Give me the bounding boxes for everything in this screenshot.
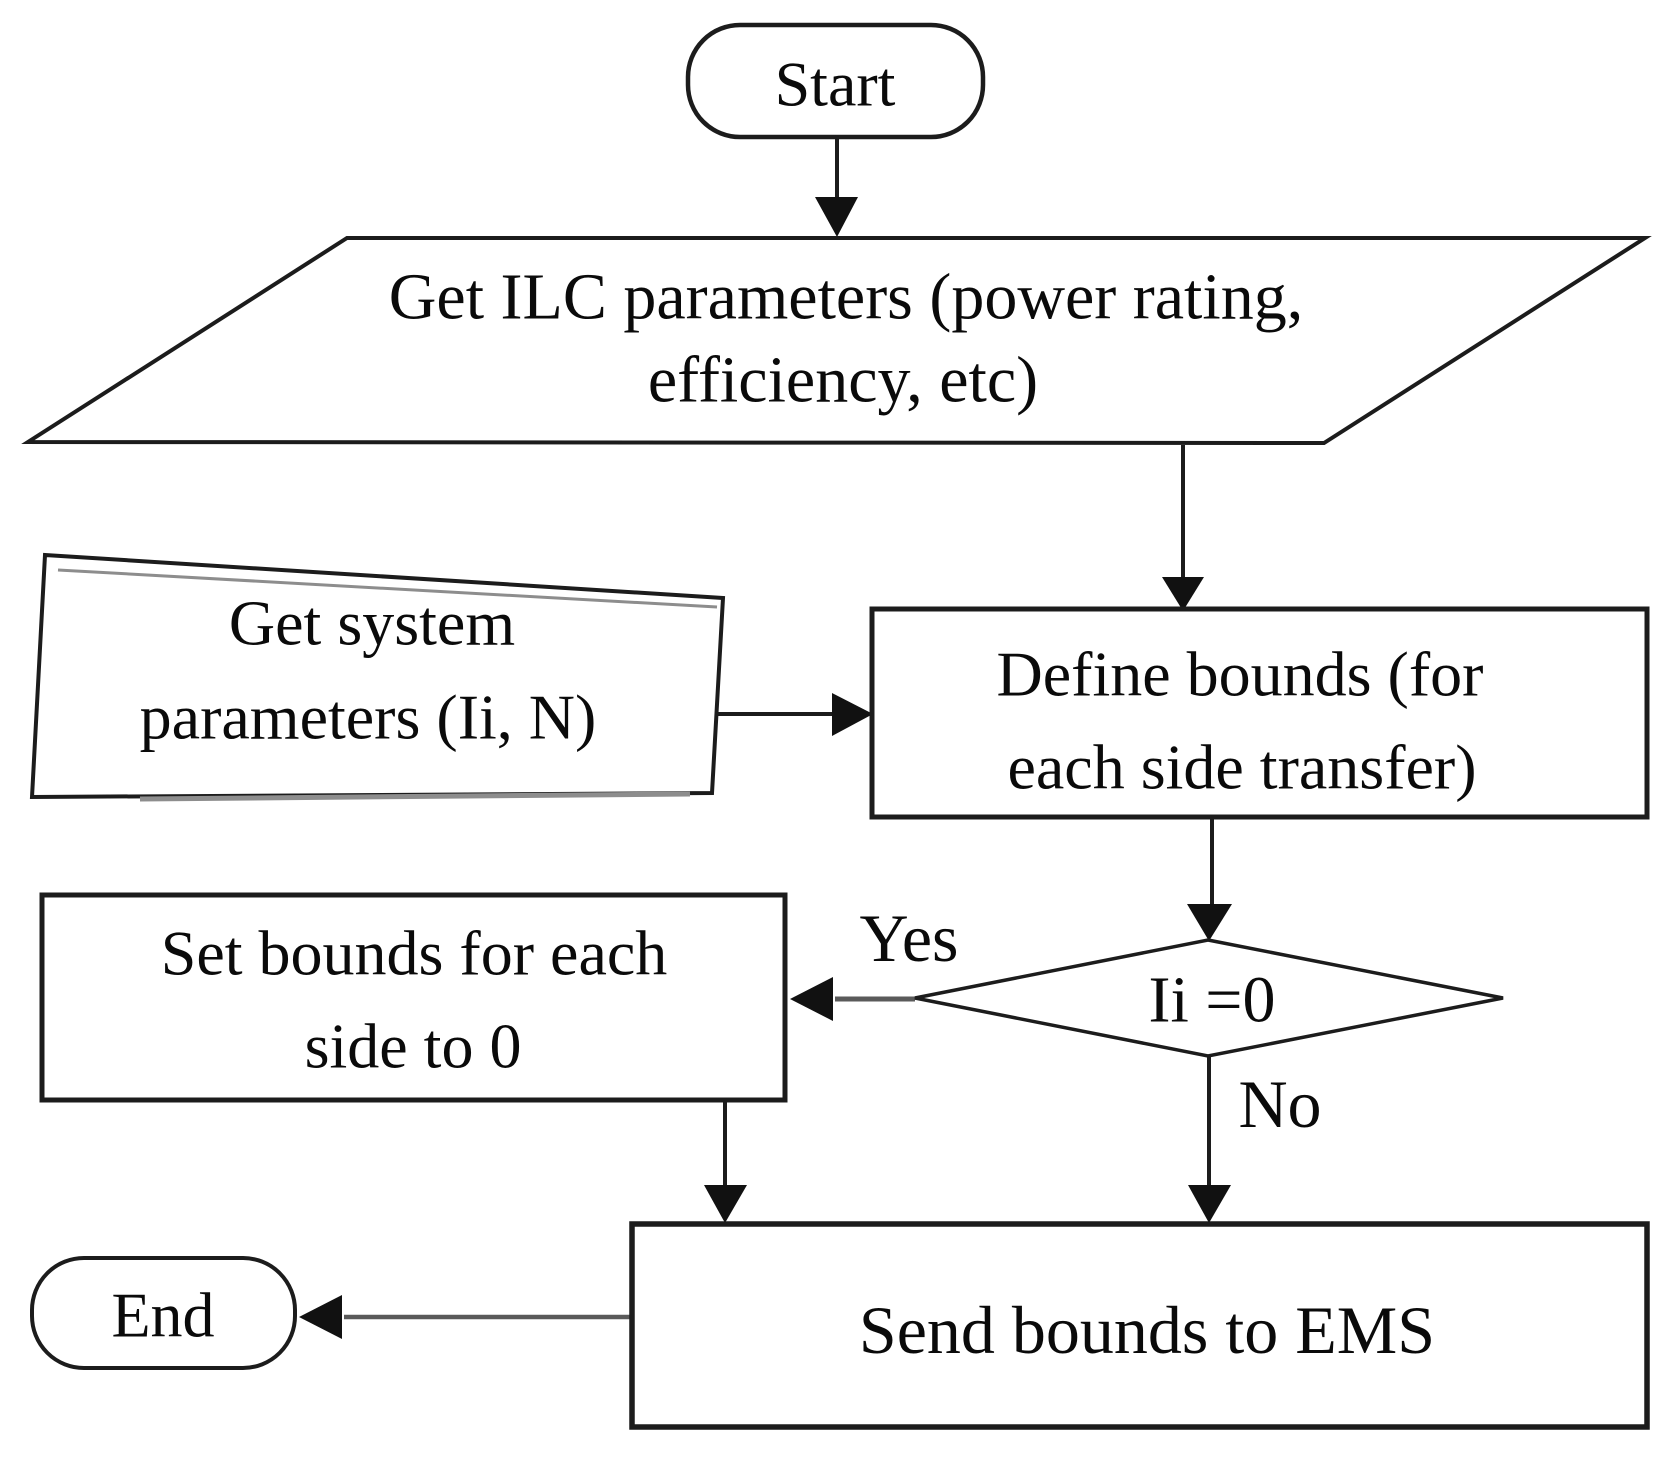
- define-bounds-line2: each side transfer): [1007, 732, 1476, 803]
- yes-branch-label: Yes: [860, 900, 959, 976]
- edge-get-ilc-to-define-bounds: [1162, 445, 1204, 611]
- ii-decision-label: Ii =0: [1148, 964, 1275, 1037]
- edge-set-bounds-to-send-bounds: [704, 1100, 747, 1223]
- send-bounds-node: Send bounds to EMS: [629, 1221, 1650, 1430]
- define-bounds-line1: Define bounds (for: [997, 639, 1484, 710]
- send-bounds-label: Send bounds to EMS: [859, 1292, 1435, 1368]
- arrowhead-left-icon: [299, 1295, 342, 1339]
- arrowhead-down-icon: [704, 1185, 747, 1223]
- get-ilc-parameters-node: Get ILC parameters (power rating, effici…: [21, 236, 1652, 446]
- end-node: End: [30, 1256, 297, 1370]
- get-ilc-parameters-line2: efficiency, etc): [648, 344, 1038, 417]
- get-system-parameters-line1: Get system: [229, 588, 515, 659]
- get-ilc-parameters-line1: Get ILC parameters (power rating,: [389, 261, 1303, 334]
- ii-decision-node: Ii =0: [914, 938, 1504, 1058]
- arrowhead-right-icon: [832, 693, 873, 736]
- define-bounds-node: Define bounds (for each side transfer): [869, 606, 1650, 820]
- start-node: Start: [685, 22, 986, 140]
- set-bounds-line1: Set bounds for each: [161, 918, 668, 989]
- start-label: Start: [775, 49, 896, 120]
- edge-send-bounds-to-end: [299, 1295, 634, 1339]
- arrowhead-down-icon: [1188, 1185, 1231, 1223]
- edge-start-to-get-ilc: [815, 138, 858, 237]
- edge-decision-no-to-send-bounds: [1188, 1056, 1231, 1223]
- arrowhead-down-icon: [1187, 904, 1232, 941]
- arrowhead-down-icon: [815, 197, 858, 237]
- set-bounds-line2: side to 0: [305, 1011, 522, 1082]
- end-label: End: [111, 1280, 214, 1351]
- arrowhead-down-icon: [1162, 577, 1204, 611]
- arrowhead-left-icon: [790, 977, 833, 1021]
- set-bounds-node: Set bounds for each side to 0: [39, 892, 788, 1103]
- edge-define-bounds-to-decision: [1187, 817, 1232, 941]
- no-branch-label: No: [1238, 1066, 1321, 1142]
- edge-get-system-to-define-bounds: [718, 693, 873, 736]
- get-system-parameters-line2: parameters (Ii, N): [140, 682, 597, 753]
- get-system-parameters-node: Get system parameters (Ii, N): [29, 552, 726, 802]
- edge-decision-yes-to-set-bounds: [790, 977, 915, 1021]
